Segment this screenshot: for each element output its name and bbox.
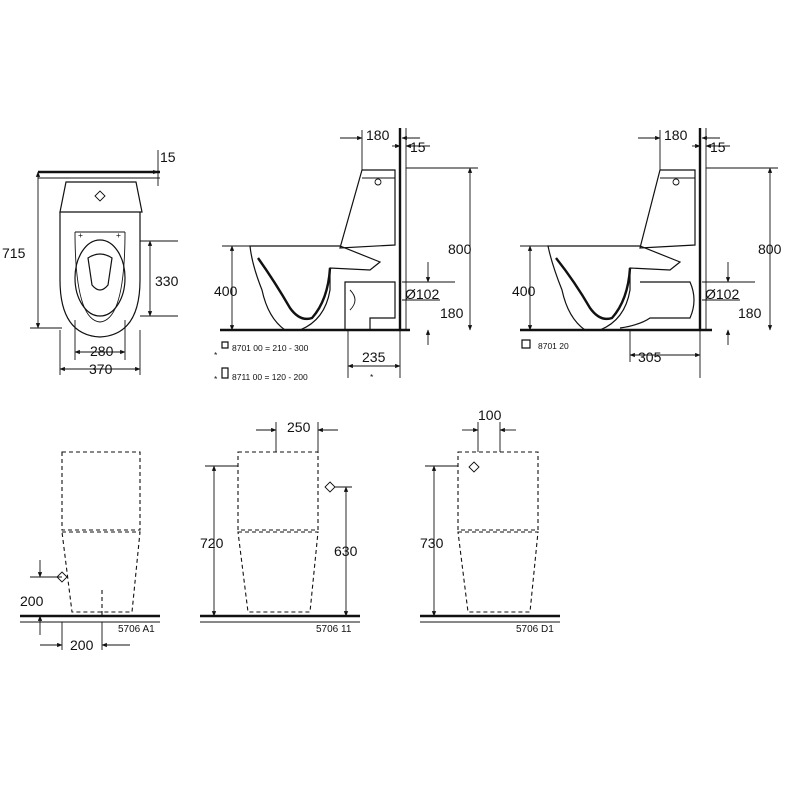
bowl-d1	[457, 531, 539, 613]
dim-330: 330	[155, 273, 179, 289]
svg-text:*: *	[214, 350, 218, 360]
dim-102-b: Ø102	[705, 286, 739, 302]
side-view-b: 180 15 800 400 Ø102 180 305 8701 20	[512, 127, 782, 378]
dim-400-a: 400	[214, 283, 238, 299]
bowl-a1	[61, 531, 141, 613]
dim-180-a: 180	[366, 127, 390, 143]
model-a1: 5706 A1	[118, 624, 155, 635]
svg-text:*: *	[370, 372, 374, 382]
dim-400-b: 400	[512, 283, 536, 299]
dim-800-a: 800	[448, 241, 472, 257]
model-11: 5706 11	[316, 624, 352, 635]
dim-715: 715	[2, 245, 26, 261]
dim-370: 370	[89, 361, 113, 377]
dim-235: 235	[362, 349, 386, 365]
tank-d1	[457, 451, 539, 531]
tank-11	[237, 451, 319, 531]
front-view-11: 250 720 630 5706 11	[200, 419, 360, 635]
code-8701-00: 8701 00 = 210 - 300	[232, 343, 309, 353]
bowl-11	[237, 531, 319, 613]
tank-a	[339, 169, 396, 249]
model-d1: 5706 D1	[516, 624, 554, 635]
front-view-d1: 100 730 5706 D1	[420, 407, 560, 635]
bowl-b	[547, 245, 682, 331]
dim-200-v: 200	[20, 593, 44, 609]
svg-text:+: +	[116, 230, 121, 240]
svg-text:*: *	[214, 374, 218, 384]
outlet-shape	[87, 253, 113, 291]
tank-outline	[59, 181, 143, 213]
dim-200-h: 200	[70, 637, 94, 653]
tank-b	[639, 169, 696, 249]
dim-280: 280	[90, 343, 114, 359]
dim-800-b: 800	[758, 241, 782, 257]
pipe-a	[344, 281, 396, 331]
side-view-a: 180 15 800 400 Ø102 180 235 * 8701 00 = …	[214, 127, 478, 384]
tank-a1	[61, 451, 141, 531]
dim-250: 250	[287, 419, 311, 435]
dim-100: 100	[478, 407, 502, 423]
dim-630: 630	[334, 543, 358, 559]
dim-720: 720	[200, 535, 224, 551]
dim-15-top: 15	[160, 149, 176, 165]
svg-text:+: +	[78, 230, 83, 240]
bowl-outline	[59, 212, 141, 338]
bowl-a	[249, 245, 382, 331]
dim-180b-b: 180	[738, 305, 762, 321]
code-8711-00: 8711 00 = 120 - 200	[232, 372, 308, 382]
dim-305: 305	[638, 349, 662, 365]
top-plan-view: 15 + + 715 330 280 370	[2, 149, 179, 377]
dim-102-a: Ø102	[405, 286, 439, 302]
dim-180b-a: 180	[440, 305, 464, 321]
dim-15-a: 15	[410, 139, 426, 155]
dim-180-b: 180	[664, 127, 688, 143]
front-view-a1: 200 200 5706 A1	[20, 451, 160, 653]
dim-15-b: 15	[710, 139, 726, 155]
code-8701-20: 8701 20	[538, 341, 569, 351]
dim-730: 730	[420, 535, 444, 551]
